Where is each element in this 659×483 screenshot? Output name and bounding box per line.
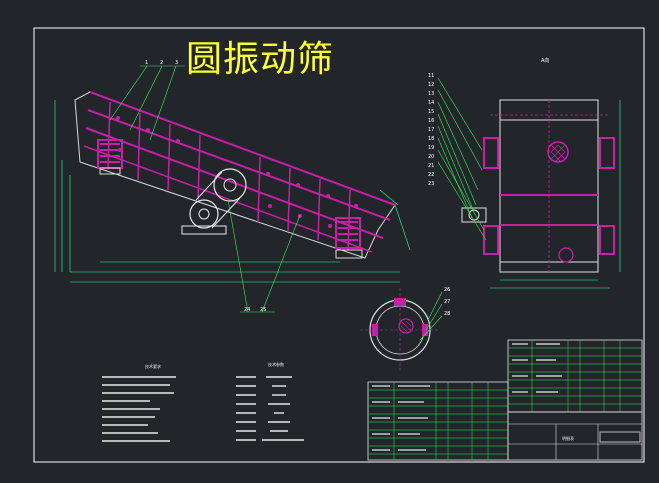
- part-leaders-top: [109, 65, 185, 141]
- section-view: [360, 288, 443, 372]
- part-number-24: 24: [244, 307, 250, 313]
- drawing-title: 圆振动筛: [186, 39, 335, 80]
- table-heading: 明细表: [562, 435, 574, 441]
- leader-label-18: 18: [428, 136, 434, 142]
- end-view: [461, 99, 621, 289]
- part-number-1: 1: [145, 60, 148, 66]
- leader-label-15: 15: [428, 109, 434, 115]
- leader-label-28: 28: [444, 311, 450, 317]
- leader-label-21: 21: [428, 163, 434, 169]
- part-number-2: 2: [160, 60, 163, 66]
- leader-label-11: 11: [428, 73, 434, 79]
- leader-label-27: 27: [444, 299, 450, 305]
- technical-notes: 技术要求: [102, 363, 176, 442]
- parts-list-table: [367, 339, 643, 461]
- view-label-a: A向: [541, 57, 549, 64]
- leader-label-column: 11 12 13 14 15 16 17 18 19 20 21 22 23: [428, 73, 434, 187]
- leader-label-17: 17: [428, 127, 434, 133]
- part-leaders-bottom: [227, 199, 301, 313]
- leader-label-26: 26: [444, 287, 450, 293]
- leader-label-19: 19: [428, 145, 434, 151]
- leader-label-22: 22: [428, 172, 434, 178]
- part-leaders-right: [437, 77, 487, 241]
- drawing-frame: [33, 27, 645, 463]
- spec-heading: 技术参数: [268, 361, 284, 367]
- leader-label-23: 23: [428, 181, 434, 187]
- side-view: [54, 91, 411, 283]
- technical-parameters: 技术参数: [236, 361, 304, 441]
- part-number-25: 25: [260, 307, 266, 313]
- leader-label-14: 14: [428, 100, 434, 106]
- leader-label-13: 13: [428, 91, 434, 97]
- leader-label-12: 12: [428, 82, 434, 88]
- leader-label-16: 16: [428, 118, 434, 124]
- part-number-3: 3: [175, 60, 178, 66]
- notes-heading: 技术要求: [145, 363, 161, 369]
- leader-label-20: 20: [428, 154, 434, 160]
